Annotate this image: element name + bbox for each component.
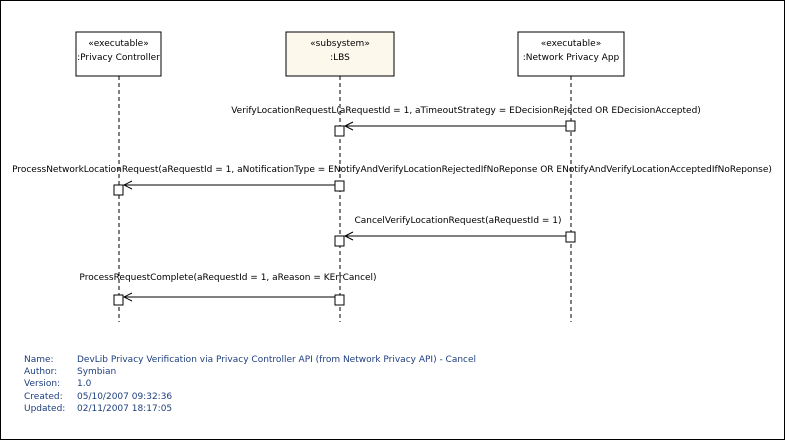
activation-box [334, 180, 345, 192]
lifeline-privacy-controller[interactable]: «executable» :Privacy Controller [75, 31, 162, 77]
message-label: ProcessRequestComplete(aRequestId = 1, a… [79, 273, 376, 283]
meta-row-updated: Updated: 02/11/2007 18:17:05 [24, 403, 476, 415]
activation-box [113, 184, 124, 196]
message-verify-location-request[interactable]: VerifyLocationRequestL(aRequestId = 1, a… [231, 106, 701, 137]
meta-value: 05/10/2007 09:32:36 [77, 391, 173, 402]
meta-value: DevLib Privacy Verification via Privacy … [77, 355, 477, 365]
lifeline-stereotype: «subsystem» [310, 39, 370, 49]
message-label: ProcessNetworkLocationRequest(aRequestId… [12, 165, 772, 175]
arrowhead-icon [343, 231, 354, 241]
meta-value: Symbian [77, 367, 117, 378]
arrowhead-icon [343, 121, 354, 131]
arrowhead-icon [122, 292, 133, 302]
message-process-request-complete[interactable]: ProcessRequestComplete(aRequestId = 1, a… [79, 273, 377, 306]
meta-row-name: Name: DevLib Privacy Verification via Pr… [24, 354, 476, 366]
meta-row-author: Author: Symbian [24, 366, 476, 378]
lifeline-name: :Privacy Controller [77, 53, 160, 63]
meta-key: Author: [24, 367, 58, 378]
activation-box [334, 294, 345, 306]
lifeline-name: :LBS [330, 53, 350, 63]
meta-value: 02/11/2007 18:17:05 [77, 403, 173, 414]
lifeline-stereotype: «executable» [541, 39, 601, 49]
lifeline-lbs[interactable]: «subsystem» :LBS [285, 31, 395, 77]
activation-box [334, 125, 345, 137]
message-process-network-location-request[interactable]: ProcessNetworkLocationRequest(aRequestId… [12, 165, 772, 196]
activation-box [334, 235, 345, 247]
message-cancel-verify-location-request[interactable]: CancelVerifyLocationRequest(aRequestId =… [334, 216, 576, 247]
meta-key: Created: [24, 391, 63, 402]
meta-row-created: Created: 05/10/2007 09:32:36 [24, 391, 476, 403]
activation-box [565, 120, 576, 132]
meta-row-version: Version: 1.0 [24, 378, 476, 390]
meta-key: Updated: [24, 403, 66, 414]
activation-box [565, 231, 576, 243]
activation-box [113, 294, 124, 306]
arrowhead-icon [122, 180, 133, 190]
message-label: VerifyLocationRequestL(aRequestId = 1, a… [231, 106, 701, 116]
meta-key: Version: [24, 379, 61, 390]
lifeline-network-privacy-app[interactable]: «executable» :Network Privacy App [517, 31, 625, 77]
message-label: CancelVerifyLocationRequest(aRequestId =… [354, 216, 561, 226]
lifeline-name: :Network Privacy App [523, 53, 620, 63]
meta-key: Name: [24, 355, 54, 365]
meta-value: 1.0 [77, 379, 92, 390]
lifeline-stereotype: «executable» [88, 39, 148, 49]
diagram-metadata: Name: DevLib Privacy Verification via Pr… [24, 354, 476, 415]
